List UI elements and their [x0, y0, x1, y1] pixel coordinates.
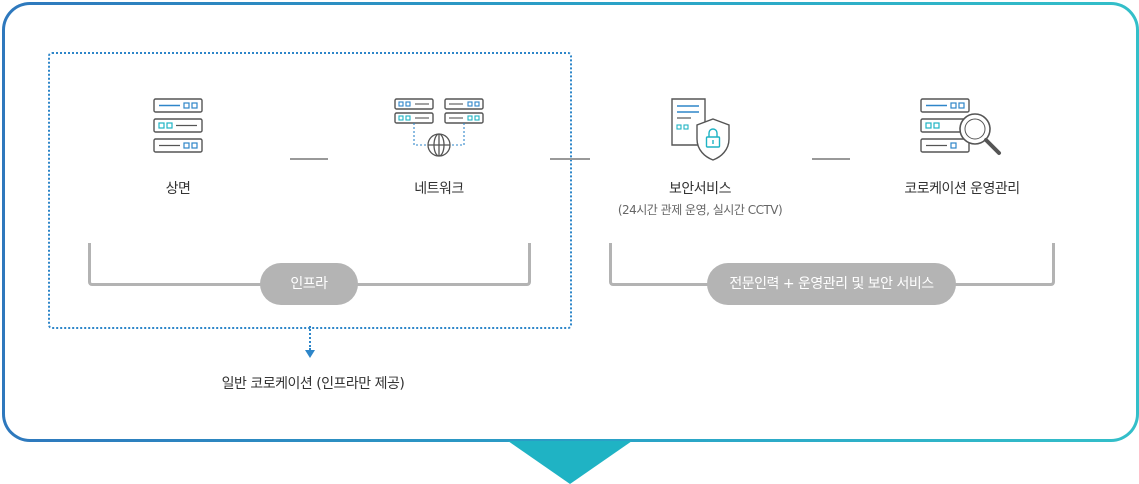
server-rack-icon [153, 98, 203, 153]
general-colocation-label: 일반 코로케이션 (인프라만 제공) [221, 376, 405, 392]
arrow-down-icon [305, 350, 315, 358]
managed-group-pill: 전문인력 + 운영관리 및 보안 서비스 [707, 263, 956, 305]
node-network-label: 네트워크 [414, 181, 464, 197]
down-arrow-icon [508, 441, 632, 484]
node-sangmyeon-label: 상면 [165, 181, 191, 197]
node-security-label: 보안서비스 [669, 181, 731, 197]
connector-line [812, 158, 850, 160]
connector-line [290, 158, 328, 160]
network-globe-icon [394, 98, 484, 157]
general-colocation-connector [309, 326, 311, 350]
node-colocation-ops-label: 코로케이션 운영관리 [904, 181, 1020, 197]
infra-group-pill: 인프라 [260, 263, 358, 305]
document-shield-lock-icon [671, 98, 730, 161]
server-search-icon [920, 98, 1001, 155]
connector-line [550, 158, 590, 160]
node-security-sublabel: (24시간 관제 운영, 실시간 CCTV) [617, 203, 783, 217]
